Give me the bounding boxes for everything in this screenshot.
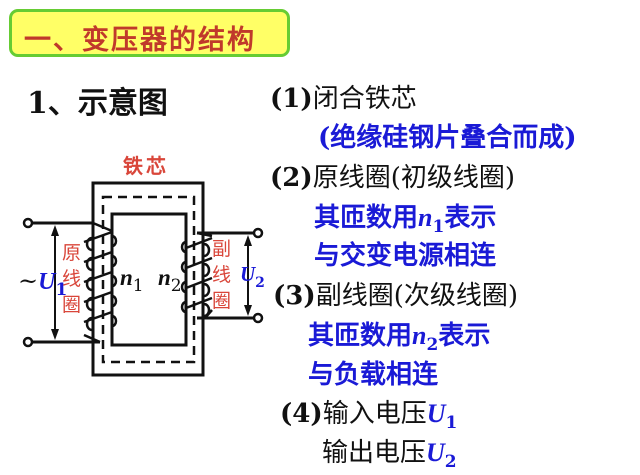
item-2: (2)原线圈(初级线圈)	[270, 163, 515, 193]
flux-path	[101, 195, 196, 364]
item-3-turns: 其匝数用n2表示	[308, 321, 491, 355]
secondary-coil-label: 副 线 圈	[212, 238, 232, 312]
core-label: 铁芯	[123, 154, 169, 178]
item-2-turns: 其匝数用n1表示	[314, 203, 497, 237]
item-1-note: (绝缘硅钢片叠合而成)	[318, 123, 577, 153]
primary-coil-label: 原 线 圈	[62, 242, 82, 316]
subsection-title: 1、示意图	[27, 86, 168, 121]
section-title-box: 一、变压器的结构	[9, 9, 290, 57]
item-3: (3)副线圈(次级线圈)	[273, 281, 518, 311]
item-4-output: 输出电压U2	[322, 438, 457, 472]
u1-symbol: ~U1	[18, 267, 68, 300]
item-4-input: (4)输入电压U1	[280, 399, 458, 433]
core-window	[110, 212, 188, 347]
item-3-connection: 与负载相连	[308, 360, 439, 390]
n1-symbol: n1	[120, 265, 144, 296]
item-2-connection: 与交变电源相连	[314, 241, 497, 271]
terminal-icon	[252, 312, 264, 324]
n2-symbol: n2	[158, 265, 182, 296]
u2-symbol: U2	[240, 262, 265, 291]
terminal-icon	[22, 217, 34, 229]
terminal-icon	[22, 336, 34, 348]
item-1: (1)闭合铁芯	[270, 84, 417, 114]
terminal-icon	[252, 227, 264, 239]
section-title: 一、变压器的结构	[24, 25, 256, 56]
